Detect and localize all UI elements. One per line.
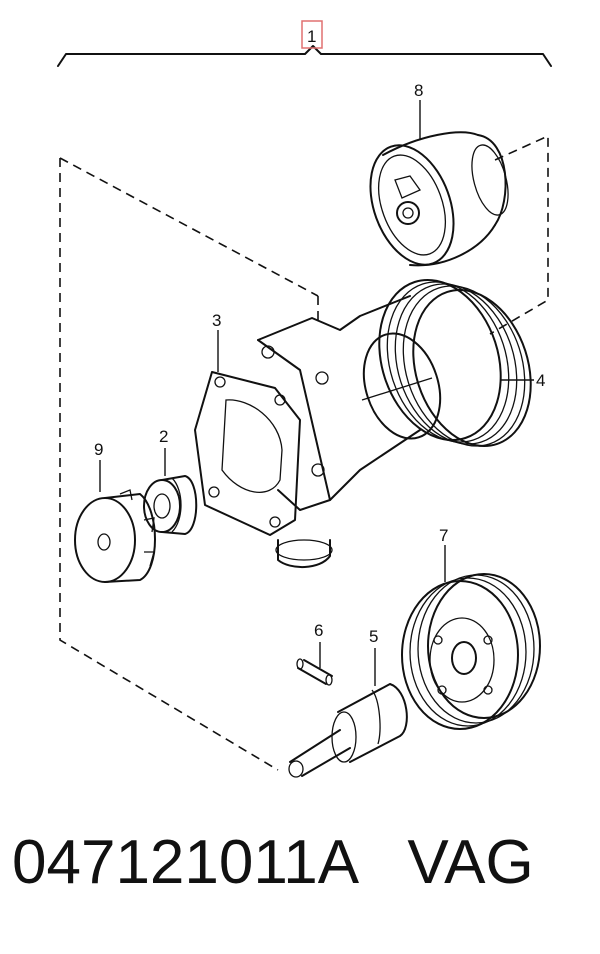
callout-8: 8 xyxy=(414,81,423,100)
callout-1-highlight-box xyxy=(301,20,323,49)
part-9-impeller xyxy=(74,460,156,583)
callout-1: 1 xyxy=(307,27,316,46)
callout-4: 4 xyxy=(536,371,545,390)
callout-2: 2 xyxy=(159,427,168,446)
callout-6: 6 xyxy=(314,621,323,640)
part-8-cap xyxy=(369,100,509,267)
callout-3: 3 xyxy=(212,311,221,330)
assembly-bracket xyxy=(57,20,552,67)
part-5-shaft xyxy=(288,648,408,778)
caption-spacer xyxy=(356,828,408,897)
callout-9: 9 xyxy=(94,440,103,459)
callout-7: 7 xyxy=(439,526,448,545)
part-7-pulley xyxy=(401,545,541,730)
part-number-caption: 047121011A VAG xyxy=(12,832,592,894)
brand-name: VAG xyxy=(407,828,534,897)
part-number: 047121011A xyxy=(12,828,356,897)
part-3-gasket xyxy=(194,330,301,536)
part-2-seal xyxy=(143,448,198,535)
assembly-dashed-outline xyxy=(59,134,549,771)
callout-5: 5 xyxy=(369,627,378,646)
part-4-pump-body xyxy=(257,278,534,568)
part-6-pin xyxy=(296,642,333,686)
